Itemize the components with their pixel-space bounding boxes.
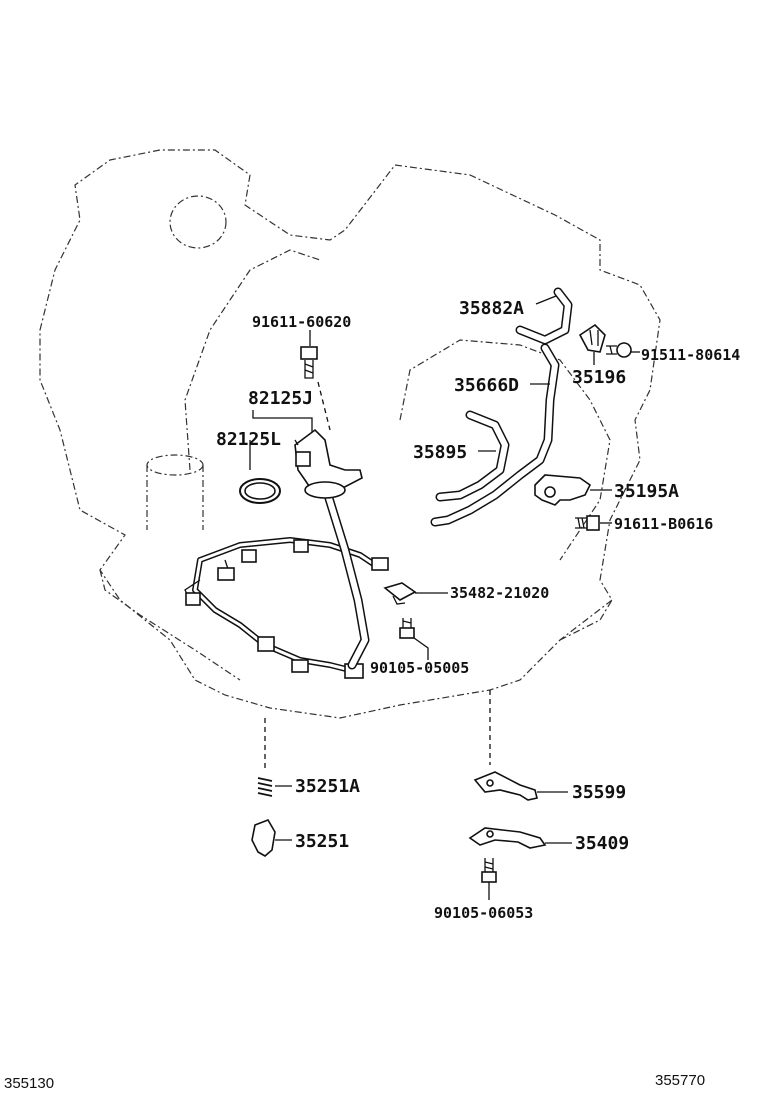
harness-connector-2	[241, 549, 257, 563]
hose-35882a-inner	[517, 289, 571, 343]
leader-82125j	[252, 410, 313, 432]
label-91611-b0616: 91611-B0616	[614, 515, 713, 533]
plate-35482-21020	[383, 582, 417, 601]
label-35895: 35895	[413, 442, 467, 463]
plate-35482-21020-tab	[392, 595, 406, 605]
bolt-91611-b0616-shank	[575, 517, 587, 529]
label-35196: 35196	[572, 367, 626, 388]
bolt-91611-b0616-head	[586, 515, 600, 531]
label-35195a: 35195A	[614, 481, 679, 502]
label-91611-60620: 91611-60620	[252, 313, 351, 331]
clamp-35196	[578, 323, 606, 353]
housing-boss-side	[146, 465, 204, 530]
bolt-91611-60620-head	[300, 346, 318, 360]
bolt-91611-60620-centerline	[317, 381, 331, 431]
pipe-35666d-inner	[432, 345, 558, 525]
detent-35251	[251, 819, 276, 857]
label-90105-06053: 90105-06053	[434, 904, 533, 922]
bolt-90105-06053-head	[481, 871, 497, 883]
label-91511-80614: 91511-80614	[641, 346, 740, 364]
label-82125l: 82125L	[216, 429, 281, 450]
plate-35599-hole	[486, 779, 494, 787]
o-ring-inner	[244, 482, 276, 500]
sensor-plug	[295, 451, 311, 467]
housing-bore	[169, 195, 227, 249]
housing-inner-outline-2	[184, 249, 321, 471]
label-35482-21020: 35482-21020	[450, 584, 549, 602]
speed-sensor-body	[294, 428, 363, 496]
spring-35251a	[257, 777, 273, 797]
label-35882a: 35882A	[459, 298, 524, 319]
plate-35599	[473, 771, 538, 801]
label-35599: 35599	[572, 782, 626, 803]
leader-90105-05005	[413, 637, 429, 660]
bracket-35195a	[534, 474, 592, 506]
footer-left-ref: 355130	[4, 1075, 54, 1092]
leader-82125l	[249, 439, 299, 470]
harness-connector-5	[185, 592, 201, 606]
label-90105-05005: 90105-05005	[370, 659, 469, 677]
bracket-35195a-hole	[544, 486, 556, 498]
harness-connector-7	[291, 659, 309, 673]
harness-connector-1	[217, 567, 235, 581]
label-35409: 35409	[575, 833, 629, 854]
harness-connector-4	[371, 557, 389, 571]
harness-connector-3	[293, 539, 309, 553]
label-35251a: 35251A	[295, 776, 360, 797]
housing-base-edge	[99, 569, 613, 681]
label-35251: 35251	[295, 831, 349, 852]
housing-inner-outline	[399, 339, 611, 561]
bolt-90105-06053-shank	[484, 858, 494, 872]
bolt-91511-80614-shank	[606, 345, 617, 355]
bolt-91511-80614-head	[616, 342, 632, 358]
label-82125j: 82125J	[248, 388, 313, 409]
plate-35409-hole	[486, 830, 494, 838]
plate-35409	[468, 827, 547, 849]
speed-sensor-flange	[304, 481, 346, 499]
harness-connector-6	[257, 636, 275, 652]
bolt-90105-05005-head	[399, 627, 415, 639]
label-35666d: 35666D	[454, 375, 519, 396]
leader-35882a	[535, 295, 557, 305]
housing-boss	[146, 454, 204, 476]
footer-right-ref: 355770	[655, 1072, 705, 1089]
pipe-35895-inner	[437, 412, 508, 500]
sensor-cable-inner	[325, 492, 368, 668]
bolt-91611-60620-shank	[304, 360, 314, 379]
bolt-90105-05005-shank	[402, 618, 412, 628]
transmission-housing-outline	[39, 149, 661, 719]
clamp-35196-detail	[589, 329, 599, 346]
